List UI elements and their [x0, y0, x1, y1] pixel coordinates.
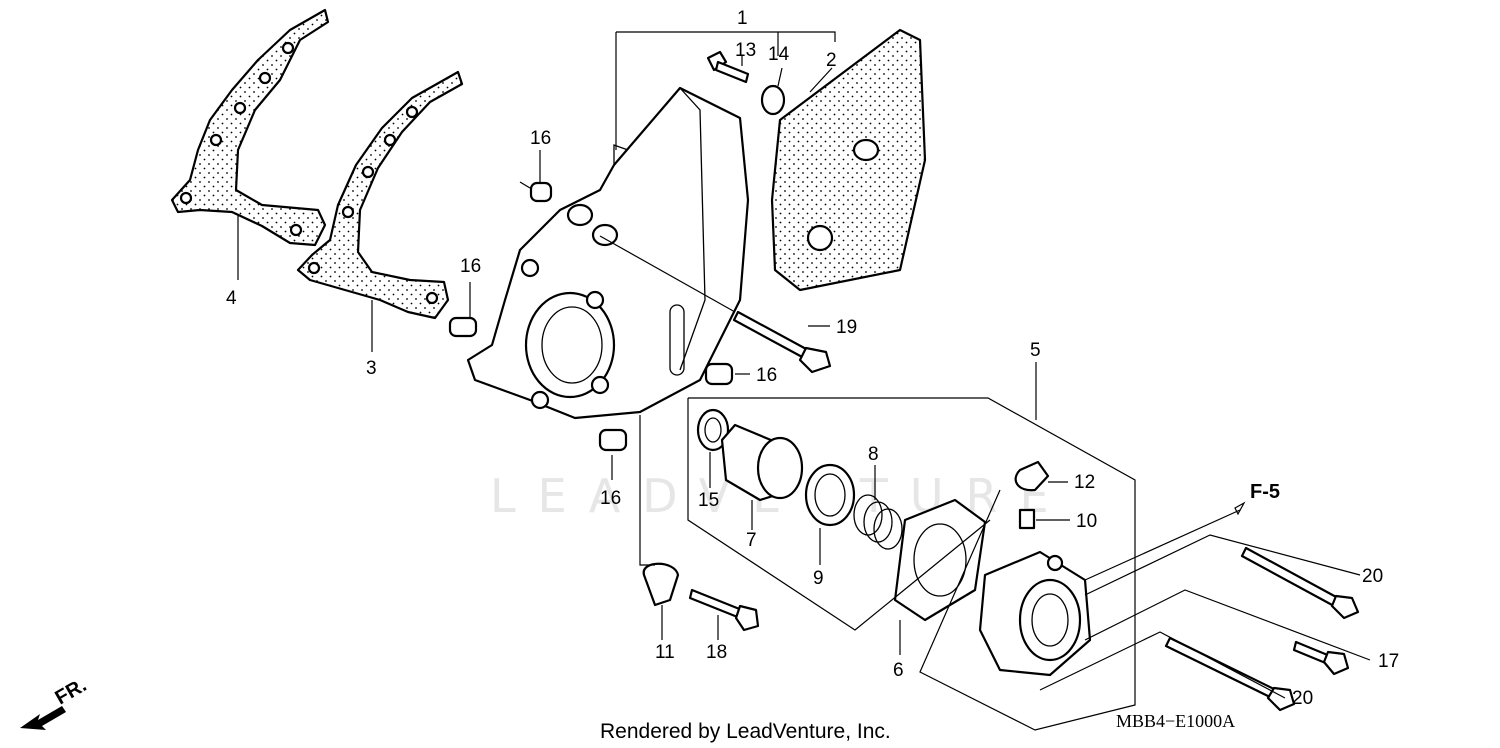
callout-5: 5 — [1030, 340, 1041, 361]
group-bracket-1 — [615, 31, 836, 150]
callout-16c: 16 — [756, 365, 777, 386]
dowel-part-16a — [529, 181, 553, 203]
bolt-part-20b — [1164, 636, 1296, 712]
bolt-part-17 — [1292, 640, 1350, 676]
callout-18: 18 — [706, 642, 727, 663]
clip-part-12 — [1014, 460, 1050, 492]
callout-16b: 16 — [460, 256, 481, 277]
bolt-part-18 — [688, 588, 760, 632]
seal-part-9 — [804, 463, 856, 527]
reference-label: F-5 — [1250, 481, 1280, 503]
callout-7: 7 — [746, 530, 757, 551]
callout-17: 17 — [1378, 651, 1399, 672]
callout-12: 12 — [1074, 472, 1095, 493]
callout-15: 15 — [698, 490, 719, 511]
callout-3: 3 — [366, 358, 377, 379]
callout-20b: 20 — [1292, 688, 1313, 709]
plate-part-2 — [770, 28, 927, 292]
gasket-part-3 — [296, 70, 464, 320]
callout-13: 13 — [735, 40, 756, 61]
callout-2: 2 — [826, 50, 837, 71]
bleeder-part-10 — [1018, 508, 1036, 530]
bolt-part-19 — [732, 310, 832, 374]
callout-16a: 16 — [530, 128, 551, 149]
callout-16d: 16 — [600, 488, 621, 509]
clamp-part-11 — [642, 562, 680, 607]
callout-20a: 20 — [1362, 566, 1383, 587]
washer-part-14 — [760, 84, 786, 116]
oil-seal-part-15 — [696, 408, 730, 452]
callout-4: 4 — [226, 288, 237, 309]
dowel-part-16c — [704, 362, 734, 386]
direction-label: FR. — [52, 674, 91, 709]
dowel-part-16d — [598, 428, 628, 452]
callout-19: 19 — [836, 317, 857, 338]
front-direction-arrow-icon — [20, 706, 66, 730]
slave-cylinder-part-5 — [978, 550, 1092, 677]
callout-9: 9 — [813, 568, 824, 589]
callout-11: 11 — [655, 642, 675, 663]
diagram-code: MBB4−E1000A — [1116, 711, 1235, 731]
callout-1: 1 — [737, 8, 748, 29]
dowel-part-16b — [448, 316, 478, 338]
callout-6: 6 — [893, 660, 904, 681]
callout-8: 8 — [868, 444, 879, 465]
cover-part-1 — [466, 86, 750, 420]
callout-10: 10 — [1076, 511, 1097, 532]
callout-14: 14 — [768, 44, 790, 65]
spring-part-8 — [853, 494, 903, 550]
piston-part-7 — [720, 423, 804, 502]
footer-credit: Rendered by LeadVenture, Inc. — [600, 720, 891, 743]
group-box-5 — [687, 397, 1136, 731]
bolt-part-13 — [706, 50, 750, 84]
gasket-part-4 — [170, 8, 330, 247]
bolt-part-20a — [1240, 546, 1360, 620]
